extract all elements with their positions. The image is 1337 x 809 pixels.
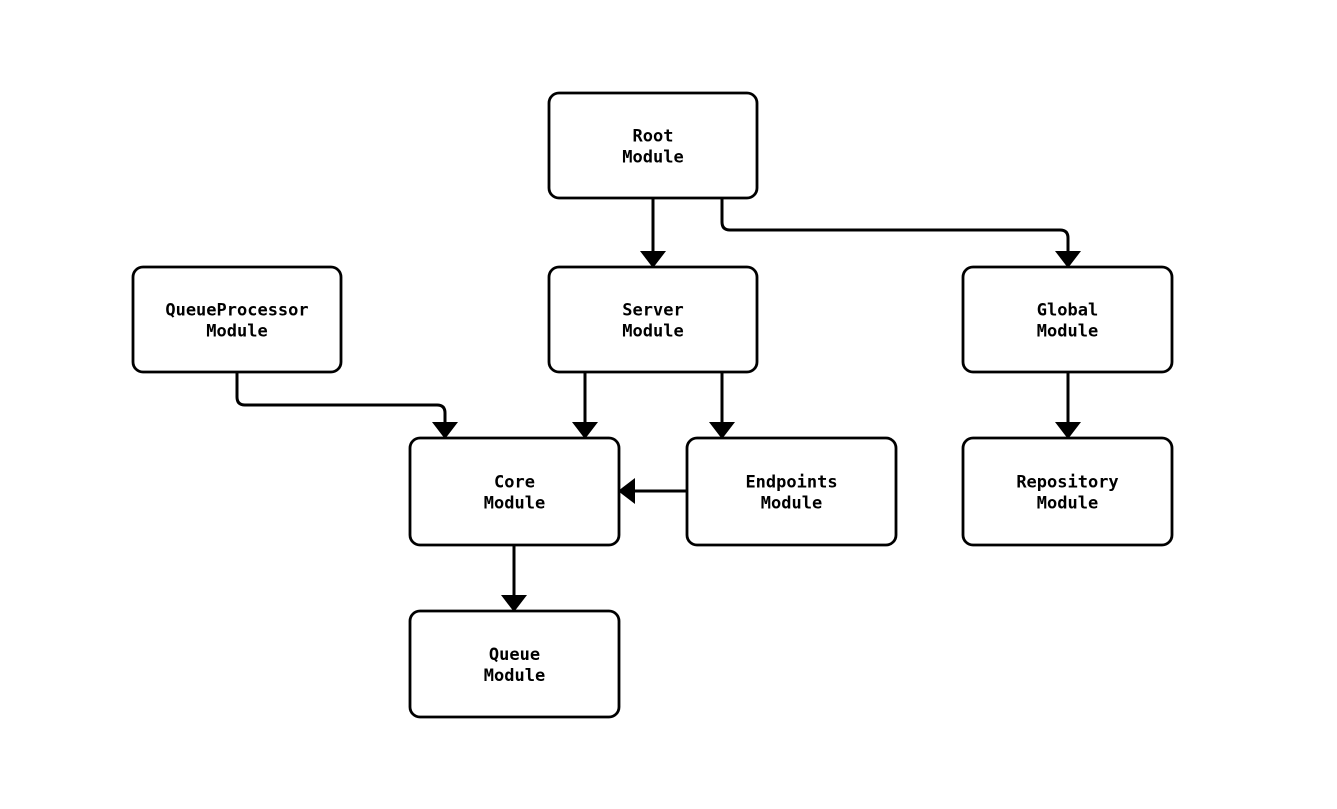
node-box xyxy=(961,436,1174,547)
node-label-line: Module xyxy=(206,322,267,342)
edge-queueprocessor-to-core xyxy=(235,372,458,439)
node-label-line: QueueProcessor xyxy=(165,301,308,321)
node-box xyxy=(547,265,759,374)
edge-root-to-global xyxy=(720,198,1081,268)
node-label-line: Module xyxy=(1037,494,1098,514)
node-box xyxy=(961,265,1174,374)
node-label-line: Module xyxy=(484,494,545,514)
node-label-line: Server xyxy=(622,301,683,321)
node-label-line: Module xyxy=(622,148,683,168)
node-box xyxy=(408,436,621,547)
node-box xyxy=(547,91,759,200)
edges-layer xyxy=(235,198,1081,612)
node-label-line: Endpoints xyxy=(745,473,837,493)
node-label-line: Module xyxy=(761,494,822,514)
nodes-layer: RootModuleQueueProcessorModuleServerModu… xyxy=(131,91,1174,719)
node-box xyxy=(131,265,343,374)
node-label-line: Module xyxy=(1037,322,1098,342)
node-box xyxy=(408,609,621,719)
node-label-line: Root xyxy=(633,127,674,147)
node-label-line: Core xyxy=(494,473,535,493)
node-label-line: Global xyxy=(1037,301,1098,321)
node-label-line: Repository xyxy=(1016,473,1118,493)
node-label-line: Module xyxy=(622,322,683,342)
node-box xyxy=(685,436,898,547)
node-label-line: Module xyxy=(484,666,545,686)
node-label-line: Queue xyxy=(489,645,540,665)
